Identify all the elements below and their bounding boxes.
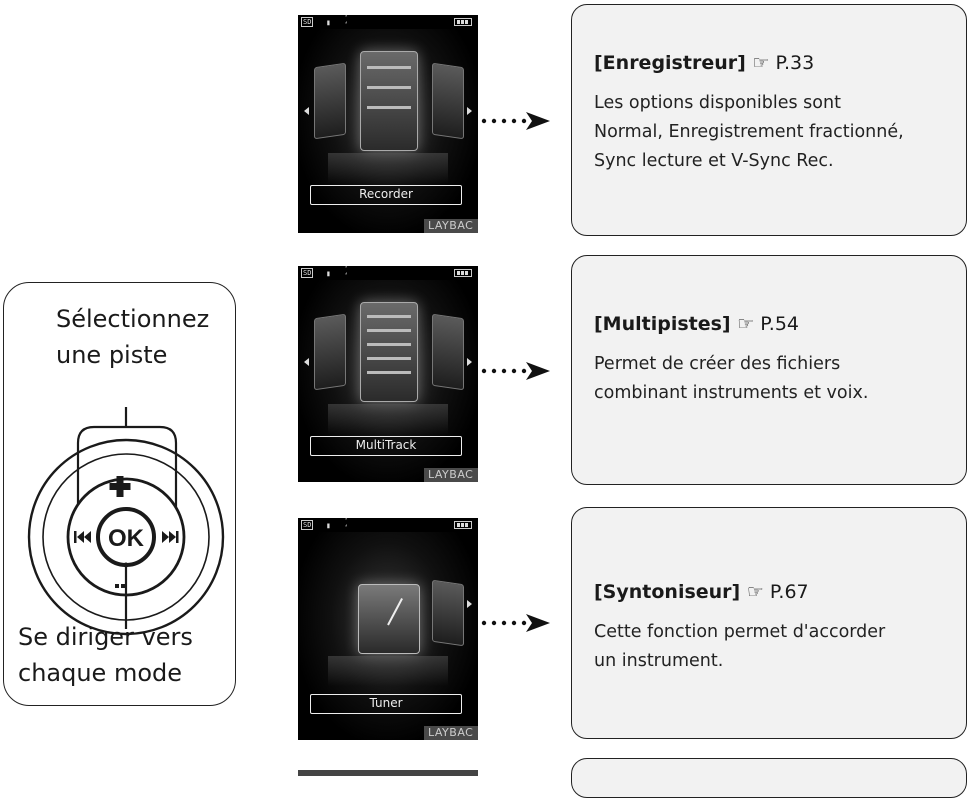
select-track-label-line-2: une piste <box>56 341 168 369</box>
playback-tag: LAYBAC <box>424 726 478 740</box>
carousel-right-arrow-icon <box>467 358 472 366</box>
battery-icon <box>454 269 472 277</box>
mode-carousel: Tuner <box>298 532 478 740</box>
battery-icon <box>454 521 472 529</box>
next-mode-preview <box>432 62 464 140</box>
carousel-left-arrow-icon <box>304 107 309 115</box>
tuner-gauge-preview <box>358 584 420 654</box>
mode-title-text: [Multipistes] <box>594 313 731 335</box>
screen-mode-label: Recorder <box>310 185 462 205</box>
minus-button[interactable] <box>115 584 125 588</box>
go-to-mode-label: Se diriger vers chaque mode <box>18 619 223 691</box>
carousel-right-arrow-icon <box>467 600 472 608</box>
current-mode-preview <box>360 51 418 151</box>
ok-button-label: OK <box>108 525 145 552</box>
page-reference-link[interactable]: ☞ P.54 <box>737 313 800 335</box>
playback-tag: LAYBAC <box>424 219 478 233</box>
next-mode-preview <box>432 579 464 647</box>
recorder-description-box: [Enregistreur] ☞ P.33 Les options dispon… <box>571 4 967 236</box>
carousel-right-arrow-icon <box>467 107 472 115</box>
select-track-label-line-1: Sélectionnez <box>56 305 210 333</box>
mode-description: Cette fonction permet d'accorder un inst… <box>594 618 952 676</box>
description-line: Normal, Enregistrement fractionné, <box>594 122 904 142</box>
current-mode-preview <box>360 302 418 402</box>
sd-card-icon: SD <box>301 17 314 27</box>
mode-title: [Multipistes] ☞ P.54 <box>594 310 952 338</box>
mode-title: [Enregistreur] ☞ P.33 <box>594 49 952 77</box>
go-to-mode-label-line-2: chaque mode <box>18 659 183 687</box>
multitrack-description-box: [Multipistes] ☞ P.54 Permet de créer des… <box>571 255 967 485</box>
mode-description: Permet de créer des fichiers combinant i… <box>594 350 952 408</box>
page-reference-link[interactable]: ☞ P.67 <box>746 581 809 603</box>
prev-mode-preview <box>314 313 346 391</box>
select-track-label: Sélectionnez une piste <box>56 301 226 373</box>
playback-tag: LAYBAC <box>424 468 478 482</box>
battery-icon <box>454 18 472 26</box>
next-screen-partial <box>298 770 478 776</box>
mode-description: Les options disponibles sont Normal, Enr… <box>594 89 952 176</box>
dotted-arrow-icon <box>481 614 550 632</box>
next-description-box-partial <box>571 758 967 798</box>
skip-back-icon[interactable] <box>74 531 91 543</box>
mode-title-text: [Enregistreur] <box>594 52 746 74</box>
go-to-mode-label-line-1: Se diriger vers <box>18 623 193 651</box>
next-mode-preview <box>432 313 464 391</box>
mode-title: [Syntoniseur] ☞ P.67 <box>594 578 952 606</box>
sd-card-icon: SD <box>301 520 314 530</box>
tuner-description-box: [Syntoniseur] ☞ P.67 Cette fonction perm… <box>571 507 967 739</box>
mode-carousel: MultiTrack <box>298 280 478 482</box>
page-reference-link[interactable]: ☞ P.33 <box>752 52 815 74</box>
plus-button[interactable] <box>109 476 131 497</box>
prev-mode-preview <box>314 62 346 140</box>
description-line: Sync lecture et V-Sync Rec. <box>594 151 834 171</box>
description-line: Permet de créer des fichiers <box>594 354 841 374</box>
dotted-arrow-icon <box>481 112 550 130</box>
mic-icon: ▮ <box>326 18 331 27</box>
mic-icon: ▮ <box>326 269 331 278</box>
mode-title-text: [Syntoniseur] <box>594 581 741 603</box>
select-bracket <box>76 407 178 461</box>
sd-card-icon: SD <box>301 268 314 278</box>
mode-carousel: Recorder <box>298 29 478 233</box>
description-line: Les options disponibles sont <box>594 93 841 113</box>
skip-forward-icon[interactable] <box>162 531 179 543</box>
description-line: un instrument. <box>594 651 724 671</box>
mic-icon: ▮ <box>326 521 331 530</box>
description-line: combinant instruments et voix. <box>594 383 869 403</box>
screen-mode-label: Tuner <box>310 694 462 714</box>
control-dial: OK <box>27 407 225 636</box>
dotted-arrow-icon <box>481 362 550 380</box>
description-line: Cette fonction permet d'accorder <box>594 622 886 642</box>
control-panel: Sélectionnez une piste <box>3 282 236 706</box>
screen-mode-label: MultiTrack <box>310 436 462 456</box>
carousel-left-arrow-icon <box>304 358 309 366</box>
